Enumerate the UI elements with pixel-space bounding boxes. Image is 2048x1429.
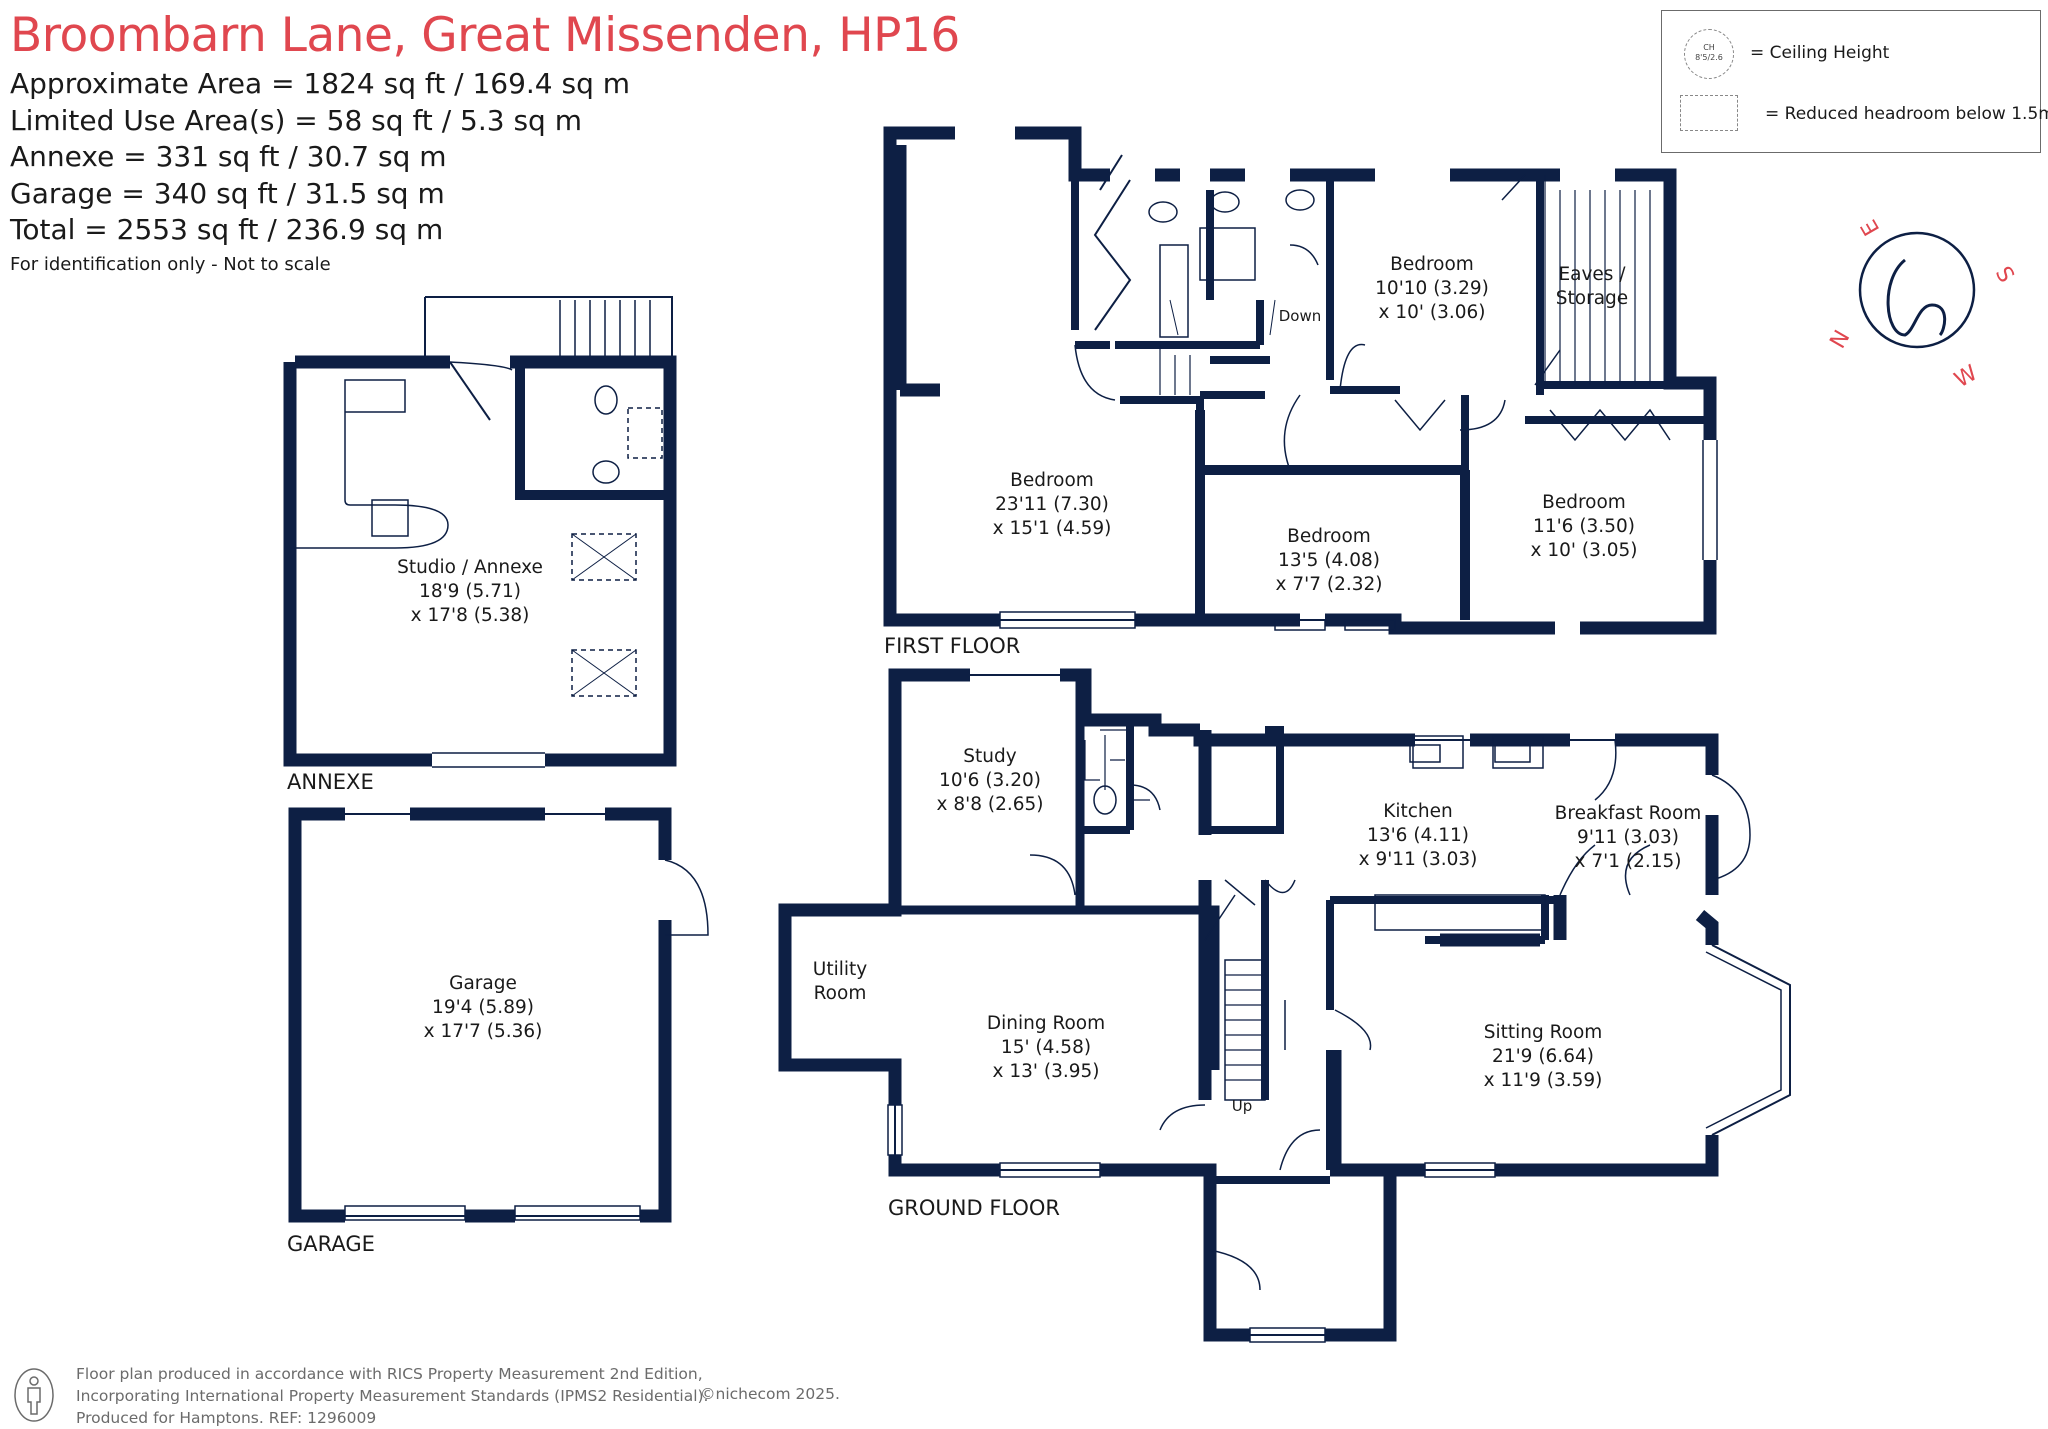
room-label-utility: Utility Room — [813, 959, 867, 1004]
room-name: Breakfast Room — [1555, 803, 1702, 824]
garage-label: GARAGE — [287, 1232, 375, 1256]
ceiling-height-icon: CH 8'5/2.6 — [1684, 29, 1734, 79]
area-garage: Garage = 340 sq ft / 31.5 sq m — [10, 176, 445, 210]
room-label-bedroom-3: Bedroom 13'5 (4.08) x 7'7 (2.32) — [1276, 526, 1383, 595]
identification-note: For identification only - Not to scale — [10, 254, 331, 275]
room-name-2: Storage — [1556, 288, 1628, 309]
room-label-eaves: Eaves / Storage — [1556, 264, 1628, 309]
person-scale-icon — [14, 1368, 54, 1422]
room-dim-1: 9'11 (3.03) — [1577, 827, 1679, 848]
area-annexe: Annexe = 331 sq ft / 30.7 sq m — [10, 140, 447, 173]
room-label-bedroom-4: Bedroom 11'6 (3.50) x 10' (3.05) — [1531, 492, 1638, 561]
reduced-headroom-icon — [1680, 95, 1738, 131]
compass-w: W — [1951, 361, 1983, 394]
room-dim-1: 23'11 (7.30) — [995, 494, 1109, 515]
room-name: Bedroom — [1390, 254, 1474, 275]
room-dim-2: x 7'7 (2.32) — [1276, 574, 1383, 595]
room-dim-2: x 10' (3.06) — [1379, 302, 1486, 323]
property-title: Broombarn Lane, Great Missenden, HP16 — [10, 8, 960, 63]
room-dim-1: 13'6 (4.11) — [1367, 825, 1469, 846]
room-dim-1: 19'4 (5.89) — [432, 997, 534, 1018]
legend-ceiling-height: = Ceiling Height — [1750, 43, 1890, 63]
room-dim-2: x 8'8 (2.65) — [937, 794, 1044, 815]
legend-reduced-headroom: = Reduced headroom below 1.5m — [1765, 104, 2048, 124]
compass-e: E — [1857, 215, 1886, 240]
room-name: Garage — [449, 973, 517, 994]
room-name: Kitchen — [1383, 801, 1453, 822]
copyright: ©nichecom 2025. — [700, 1385, 840, 1403]
area-limited-use: Limited Use Area(s) = 58 sq ft / 5.3 sq … — [10, 103, 582, 137]
compass-icon — [1858, 231, 1976, 349]
room-label-kitchen: Kitchen 13'6 (4.11) x 9'11 (3.03) — [1359, 801, 1478, 870]
room-dim-2: x 17'8 (5.38) — [411, 605, 530, 626]
compass-s: S — [1990, 263, 2019, 288]
room-name: Sitting Room — [1484, 1022, 1603, 1043]
room-label-studio: Studio / Annexe 18'9 (5.71) x 17'8 (5.38… — [397, 557, 543, 626]
stairs-down-label: Down — [1279, 307, 1322, 325]
room-label-study: Study 10'6 (3.20) x 8'8 (2.65) — [937, 746, 1044, 815]
ceiling-symbol-value: 8'5/2.6 — [1695, 53, 1723, 62]
first-floor-label: FIRST FLOOR — [884, 634, 1021, 658]
compass-n: N — [1826, 326, 1856, 353]
legend-box: CH 8'5/2.6 = Ceiling Height = Reduced he… — [1661, 10, 2048, 153]
room-dim-2: x 15'1 (4.59) — [993, 518, 1112, 539]
room-dim-2: x 10' (3.05) — [1531, 540, 1638, 561]
ground-floor-label: GROUND FLOOR — [888, 1196, 1060, 1220]
room-name: Study — [963, 746, 1016, 767]
room-dim-1: 10'10 (3.29) — [1375, 278, 1489, 299]
room-name: Dining Room — [987, 1013, 1105, 1034]
room-name: Studio / Annexe — [397, 557, 543, 578]
area-total: Total = 2553 sq ft / 236.9 sq m — [10, 213, 444, 246]
ceiling-symbol-ch: CH — [1703, 43, 1715, 52]
room-name: Eaves / — [1558, 264, 1626, 285]
room-label-bedroom-2: Bedroom 10'10 (3.29) x 10' (3.06) — [1375, 254, 1489, 323]
area-summary: Approximate Area = 1824 sq ft / 169.4 sq… — [10, 66, 630, 249]
room-name-2: Room — [814, 983, 867, 1004]
room-dim-1: 13'5 (4.08) — [1278, 550, 1380, 571]
room-label-garage: Garage 19'4 (5.89) x 17'7 (5.36) — [424, 973, 543, 1042]
footer-line-1: Floor plan produced in accordance with R… — [76, 1365, 703, 1383]
room-dim-2: x 7'1 (2.15) — [1575, 851, 1682, 872]
room-label-dining: Dining Room 15' (4.58) x 13' (3.95) — [987, 1013, 1105, 1082]
room-dim-1: 11'6 (3.50) — [1533, 516, 1635, 537]
room-dim-1: 10'6 (3.20) — [939, 770, 1041, 791]
room-name: Bedroom — [1287, 526, 1371, 547]
area-approximate: Approximate Area = 1824 sq ft / 169.4 sq… — [10, 67, 631, 100]
room-label-bedroom-1: Bedroom 23'11 (7.30) x 15'1 (4.59) — [993, 470, 1112, 539]
annexe-plan — [283, 296, 677, 768]
first-floor-plan — [883, 126, 1718, 635]
room-dim-1: 15' (4.58) — [1001, 1037, 1091, 1058]
room-label-breakfast: Breakfast Room 9'11 (3.03) x 7'1 (2.15) — [1555, 803, 1702, 872]
room-dim-2: x 17'7 (5.36) — [424, 1021, 543, 1042]
room-dim-2: x 9'11 (3.03) — [1359, 849, 1478, 870]
room-name: Bedroom — [1542, 492, 1626, 513]
footer-line-3: Produced for Hamptons. REF: 1296009 — [76, 1409, 377, 1427]
garage-plan — [288, 807, 709, 1223]
room-name: Utility — [813, 959, 867, 980]
footer-line-2: Incorporating International Property Mea… — [76, 1387, 709, 1405]
room-dim-1: 21'9 (6.64) — [1492, 1046, 1594, 1067]
room-dim-2: x 11'9 (3.59) — [1484, 1070, 1603, 1091]
footer-notes: Floor plan produced in accordance with R… — [76, 1363, 708, 1429]
room-dim-2: x 13' (3.95) — [993, 1061, 1100, 1082]
room-name: Bedroom — [1010, 470, 1094, 491]
room-label-sitting: Sitting Room 21'9 (6.64) x 11'9 (3.59) — [1484, 1022, 1603, 1091]
ground-floor-plan — [778, 668, 1791, 1343]
stairs-up-label: Up — [1232, 1097, 1253, 1115]
room-dim-1: 18'9 (5.71) — [419, 581, 521, 602]
annexe-label: ANNEXE — [287, 770, 374, 794]
